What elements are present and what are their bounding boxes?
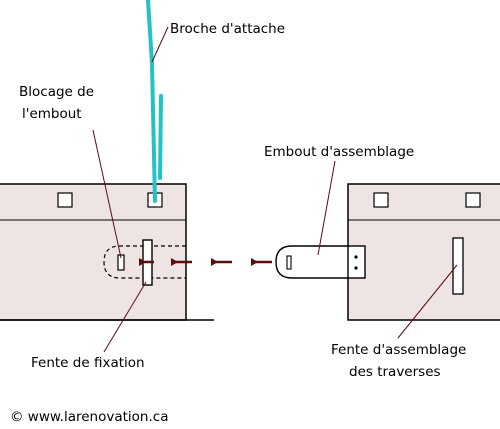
attach-pin (146, 0, 163, 203)
copyright-text: © www.larenovation.ca (10, 409, 168, 425)
assembly-tip (275, 245, 366, 279)
assembly-tip-slot (286, 255, 292, 270)
assembly-tip-end-plate (347, 245, 366, 279)
label-fixing-slot: Fente de fixation (31, 355, 145, 371)
tip-lock-slot (117, 254, 125, 271)
label-attach-pin: Broche d'attache (170, 21, 285, 37)
label-assembly-tip: Embout d'assemblage (264, 144, 414, 160)
crossbar-assembly-slot (452, 237, 464, 295)
right-rail-hole-2 (465, 192, 481, 208)
label-tip-lock-line2: l'embout (22, 106, 82, 122)
attach-pin-short (158, 94, 163, 180)
leader-tip-lock (92, 129, 122, 259)
leader-fixing-slot (103, 281, 147, 353)
right-rail-hole-1 (373, 192, 389, 208)
left-rail-hole-1 (57, 192, 73, 208)
assembly-tip-rivet-2 (354, 266, 358, 270)
attach-pin-long (146, 0, 157, 203)
right-rail (347, 183, 500, 321)
leader-crossbar-slot (397, 264, 458, 339)
label-crossbar-slot-line1: Fente d'assemblage (331, 342, 466, 358)
assembly-tip-body (275, 245, 348, 279)
assembly-tip-rivet-1 (354, 255, 358, 259)
leader-lines (92, 26, 458, 353)
leader-assembly-tip (317, 160, 336, 256)
left-rail (0, 183, 214, 321)
inserted-tip-outline (103, 245, 186, 279)
label-crossbar-slot-line2: des traverses (349, 364, 441, 380)
leader-attach-pin (151, 26, 169, 63)
label-tip-lock-line1: Blocage de (19, 84, 94, 100)
